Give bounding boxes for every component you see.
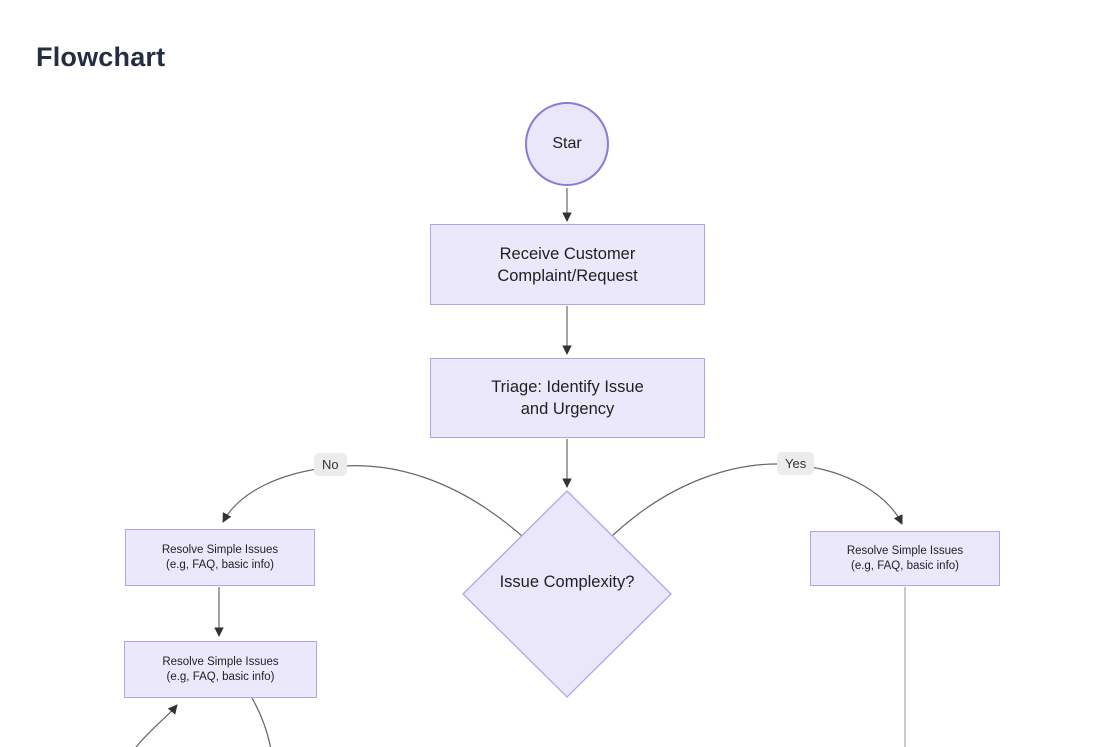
- node-receive-label-line2: Complaint/Request: [497, 266, 638, 285]
- edge-offscreen-into-resolveleft2: [135, 704, 178, 747]
- edge-complexity-yes: [611, 463, 903, 537]
- edge-label-yes: Yes: [777, 452, 815, 475]
- node-resolve-left-line2: (e.g, FAQ, basic info): [165, 558, 274, 571]
- node-triage-label-line1: Triage: Identify Issue: [491, 378, 644, 396]
- node-resolve-right-line1: Resolve Simple Issues: [846, 544, 964, 557]
- node-complexity-label-line1: Issue: [499, 573, 540, 591]
- node-resolve-left2-line2: (e.g, FAQ, basic info): [166, 670, 275, 683]
- page-title: Flowchart: [36, 42, 166, 72]
- node-triage-label-line2: and Urgency: [520, 400, 615, 418]
- node-resolve-right-line2: (e.g, FAQ, basic info): [850, 559, 959, 572]
- node-receive-complaint: Receive Customer Complaint/Request: [430, 224, 705, 305]
- node-complexity-label-line2: Complexity?: [543, 573, 635, 591]
- node-start-label: Star: [552, 135, 582, 152]
- edge-label-no: No: [314, 453, 347, 476]
- node-receive-label-line1: Receive Customer: [499, 244, 636, 263]
- node-resolve-simple-left: Resolve Simple Issues (e.g, FAQ, basic i…: [125, 529, 315, 586]
- edge-resolveleft2-offscreen: [251, 697, 272, 747]
- node-complexity-label: Issue Complexity?: [467, 571, 667, 594]
- node-resolve-simple-left2: Resolve Simple Issues (e.g, FAQ, basic i…: [124, 641, 317, 698]
- node-resolve-left2-line1: Resolve Simple Issues: [162, 655, 279, 668]
- node-triage: Triage: Identify Issue and Urgency: [430, 358, 705, 438]
- decision-diamond-shape: [462, 490, 672, 698]
- node-start: Star: [525, 102, 609, 186]
- node-resolve-left-line1: Resolve Simple Issues: [161, 543, 279, 556]
- edge-complexity-no: [222, 465, 523, 537]
- node-resolve-simple-right: Resolve Simple Issues (e.g, FAQ, basic i…: [810, 531, 1000, 586]
